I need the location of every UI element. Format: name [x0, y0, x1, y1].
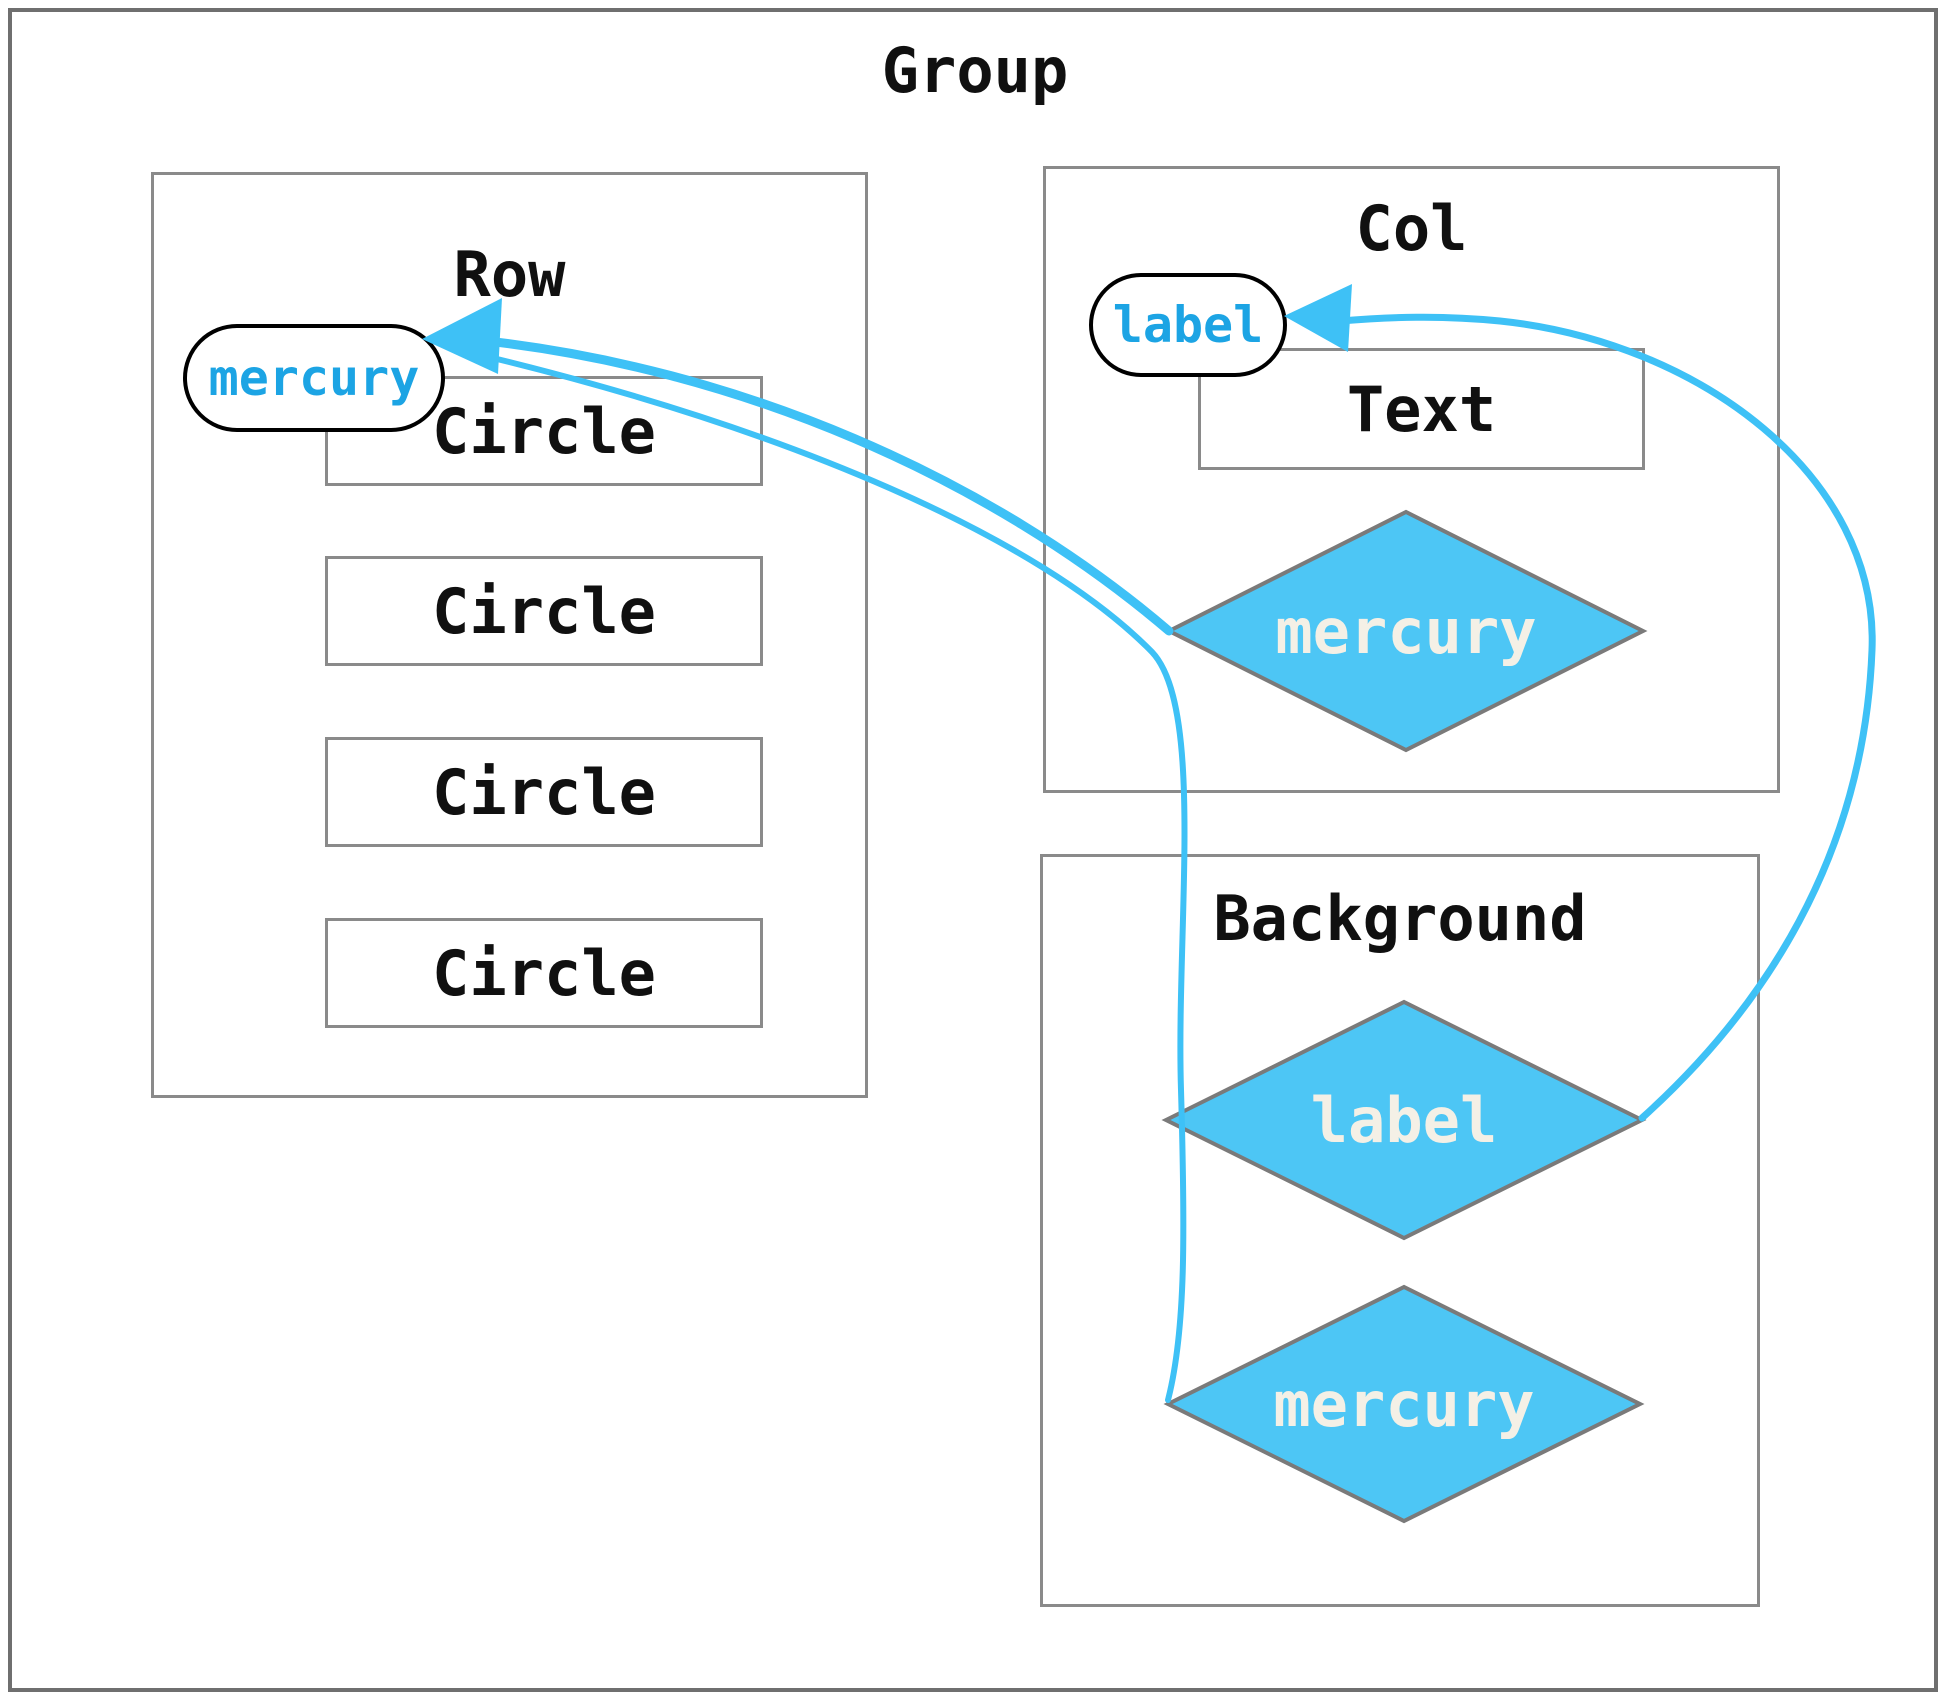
row-mercury-pill-text: mercury: [208, 349, 420, 407]
background-mercury-diamond-label: mercury: [1273, 1367, 1535, 1441]
background-label-diamond-label: label: [1310, 1083, 1498, 1157]
col-title: Col: [1355, 192, 1468, 265]
col-label-pill: label: [1089, 273, 1287, 377]
col-mercury-diamond-label: mercury: [1275, 594, 1537, 668]
group-title: Group: [881, 34, 1069, 107]
row-mercury-pill: mercury: [183, 324, 445, 432]
col-label-pill-text: label: [1112, 296, 1264, 354]
background-mercury-diamond-shape: [1163, 1284, 1645, 1524]
row-title: Row: [453, 238, 566, 311]
